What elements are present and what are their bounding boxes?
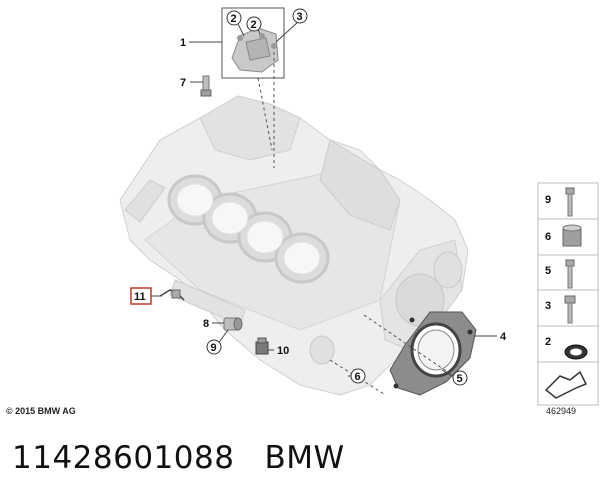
part-caption: 11428601088 BMW [12, 440, 345, 476]
callout-1: 1 [180, 37, 186, 49]
callout-5: 5 [452, 370, 468, 386]
legend-label: 3 [545, 300, 551, 312]
legend-item-5: 5 [545, 259, 575, 289]
legend-arrow-icon [544, 370, 588, 399]
part-4-seal-flange [389, 311, 477, 396]
callout-6: 6 [350, 368, 366, 384]
callout-4: 4 [500, 331, 507, 343]
legend-item-2: 2 [545, 336, 588, 360]
callout-label: 11 [134, 291, 146, 303]
diagram-number: 462949 [546, 406, 577, 416]
brand-name: BMW [264, 440, 345, 476]
callout-8: 8 [203, 318, 209, 330]
exploded-parts-diagram: 1 2 2 3 4 5 6 7 8 9 10 11 9 [119, 7, 599, 406]
part-11-sensor [159, 289, 185, 301]
part-10-plug [255, 337, 269, 355]
side-legend: 9 6 5 3 2 [537, 182, 599, 406]
part-7-sensor [200, 75, 212, 97]
legend-item-9: 9 [545, 187, 575, 217]
legend-label: 9 [545, 194, 551, 206]
callout-label: 10 [277, 345, 289, 357]
callout-label: 7 [180, 77, 186, 89]
callout-label: 5 [457, 373, 463, 385]
callout-11-highlighted: 11 [130, 287, 152, 305]
callout-label: 9 [211, 342, 217, 354]
callout-label: 1 [180, 37, 186, 49]
callout-label: 8 [203, 318, 209, 330]
callout-3: 3 [292, 8, 308, 24]
callout-2a: 2 [226, 10, 242, 26]
callout-9: 9 [206, 339, 222, 355]
callout-label: 4 [500, 331, 507, 343]
engine-block [119, 95, 469, 396]
part-8-9-plug [223, 317, 243, 331]
legend-item-6: 6 [545, 224, 582, 247]
callout-2b: 2 [246, 16, 262, 32]
callout-label: 2 [231, 13, 237, 25]
part-1-cover-inset [221, 7, 285, 168]
legend-label: 2 [545, 336, 551, 348]
part-number: 11428601088 [12, 440, 235, 476]
copyright-text: © 2015 BMW AG [6, 406, 76, 416]
callout-7: 7 [180, 77, 186, 89]
callout-label: 3 [297, 11, 303, 23]
legend-item-3: 3 [545, 295, 576, 324]
callout-label: 2 [251, 19, 257, 31]
callout-label: 6 [355, 371, 361, 383]
callout-10: 10 [277, 345, 289, 357]
legend-label: 6 [545, 231, 551, 243]
legend-label: 5 [545, 265, 551, 277]
